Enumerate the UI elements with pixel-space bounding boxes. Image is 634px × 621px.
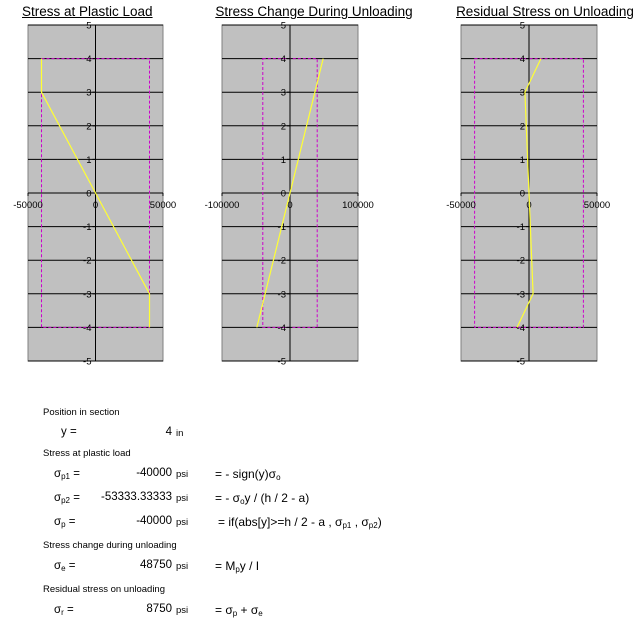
- sigma-p1-formula: = - sign(y)σo: [215, 467, 281, 482]
- y-value: 4: [165, 426, 172, 438]
- sigma-p2-formula: = - σoy / (h / 2 - a): [215, 491, 310, 506]
- x-tick-label: 100000: [342, 200, 374, 211]
- y-tick-label: -4: [517, 323, 525, 334]
- y-tick-label: 5: [520, 21, 525, 32]
- sigma-p1-label: σp1 =: [54, 468, 80, 481]
- sigma-r-formula: = σp + σe: [215, 603, 263, 618]
- y-tick-label: 0: [520, 189, 525, 200]
- sigma-p2-value: -53333.33333: [101, 491, 172, 503]
- sigma-p-value: -40000: [136, 515, 172, 527]
- y-tick-label: -3: [83, 289, 91, 300]
- y-tick-label: -2: [517, 256, 525, 267]
- x-tick-label: 0: [287, 200, 292, 211]
- y-tick-label: 4: [281, 54, 286, 65]
- chart-title-unloading: Stress Change During Unloading: [215, 4, 413, 19]
- sigma-r-value: 8750: [146, 603, 172, 615]
- x-tick-label: -50000: [13, 200, 43, 211]
- y-tick-label: 5: [86, 21, 91, 32]
- y-tick-label: -3: [517, 289, 525, 300]
- sigma-r-label: σr =: [54, 604, 74, 617]
- stress-series-line: [256, 58, 324, 328]
- sigma-e-value: 48750: [140, 559, 172, 571]
- position-header: Position in section: [43, 407, 120, 418]
- y-tick-label: 1: [520, 155, 525, 166]
- sigma-p2-label: σp2 =: [54, 492, 80, 505]
- y-unit: in: [176, 428, 184, 439]
- x-tick-label: 50000: [584, 200, 610, 211]
- y-label: y =: [61, 426, 77, 438]
- y-tick-label: 5: [281, 21, 286, 32]
- y-tick-label: -5: [517, 357, 525, 368]
- y-tick-label: 1: [86, 155, 91, 166]
- sigma-p2-unit: psi: [176, 493, 189, 504]
- y-tick-label: 3: [281, 88, 286, 99]
- sigma-e-unit: psi: [176, 561, 189, 572]
- sigma-r-unit: psi: [176, 605, 189, 616]
- unload-header: Stress change during unloading: [43, 540, 177, 551]
- x-tick-label: -50000: [446, 200, 476, 211]
- chart-title-residual: Residual Stress on Unloading: [456, 4, 634, 19]
- x-tick-label: -100000: [205, 200, 240, 211]
- y-tick-label: 1: [281, 155, 286, 166]
- x-tick-label: 0: [93, 200, 98, 211]
- sigma-p1-value: -40000: [136, 467, 172, 479]
- y-tick-label: 4: [86, 54, 91, 65]
- y-tick-label: 3: [86, 88, 91, 99]
- sigma-p-formula: = if(abs[y]>=h / 2 - a , σp1 , σp2): [218, 515, 382, 530]
- y-tick-label: 2: [86, 121, 91, 132]
- sigma-e-formula: = Mpy / I: [215, 559, 260, 574]
- chart-title-plastic: Stress at Plastic Load: [22, 4, 153, 19]
- y-tick-label: -2: [83, 256, 91, 267]
- sigma-p-label: σp =: [54, 516, 76, 529]
- y-tick-label: 4: [520, 54, 525, 65]
- y-tick-label: 2: [520, 121, 525, 132]
- sigma-p1-unit: psi: [176, 469, 189, 480]
- sigma-p-unit: psi: [176, 517, 189, 528]
- y-tick-label: -4: [278, 323, 286, 334]
- y-tick-label: 0: [281, 189, 286, 200]
- x-tick-label: 50000: [150, 200, 176, 211]
- plastic-header: Stress at plastic load: [43, 448, 131, 459]
- sigma-e-label: σe =: [54, 560, 76, 573]
- y-tick-label: 0: [86, 189, 91, 200]
- y-tick-label: -3: [278, 289, 286, 300]
- y-tick-label: 3: [520, 88, 525, 99]
- y-tick-label: -5: [278, 357, 286, 368]
- y-tick-label: -4: [83, 323, 91, 334]
- y-tick-label: -1: [517, 222, 525, 233]
- y-tick-label: 2: [281, 121, 286, 132]
- y-tick-label: -1: [83, 222, 91, 233]
- residual-header: Residual stress on unloading: [43, 584, 165, 595]
- y-tick-label: -2: [278, 256, 286, 267]
- y-tick-label: -5: [83, 357, 91, 368]
